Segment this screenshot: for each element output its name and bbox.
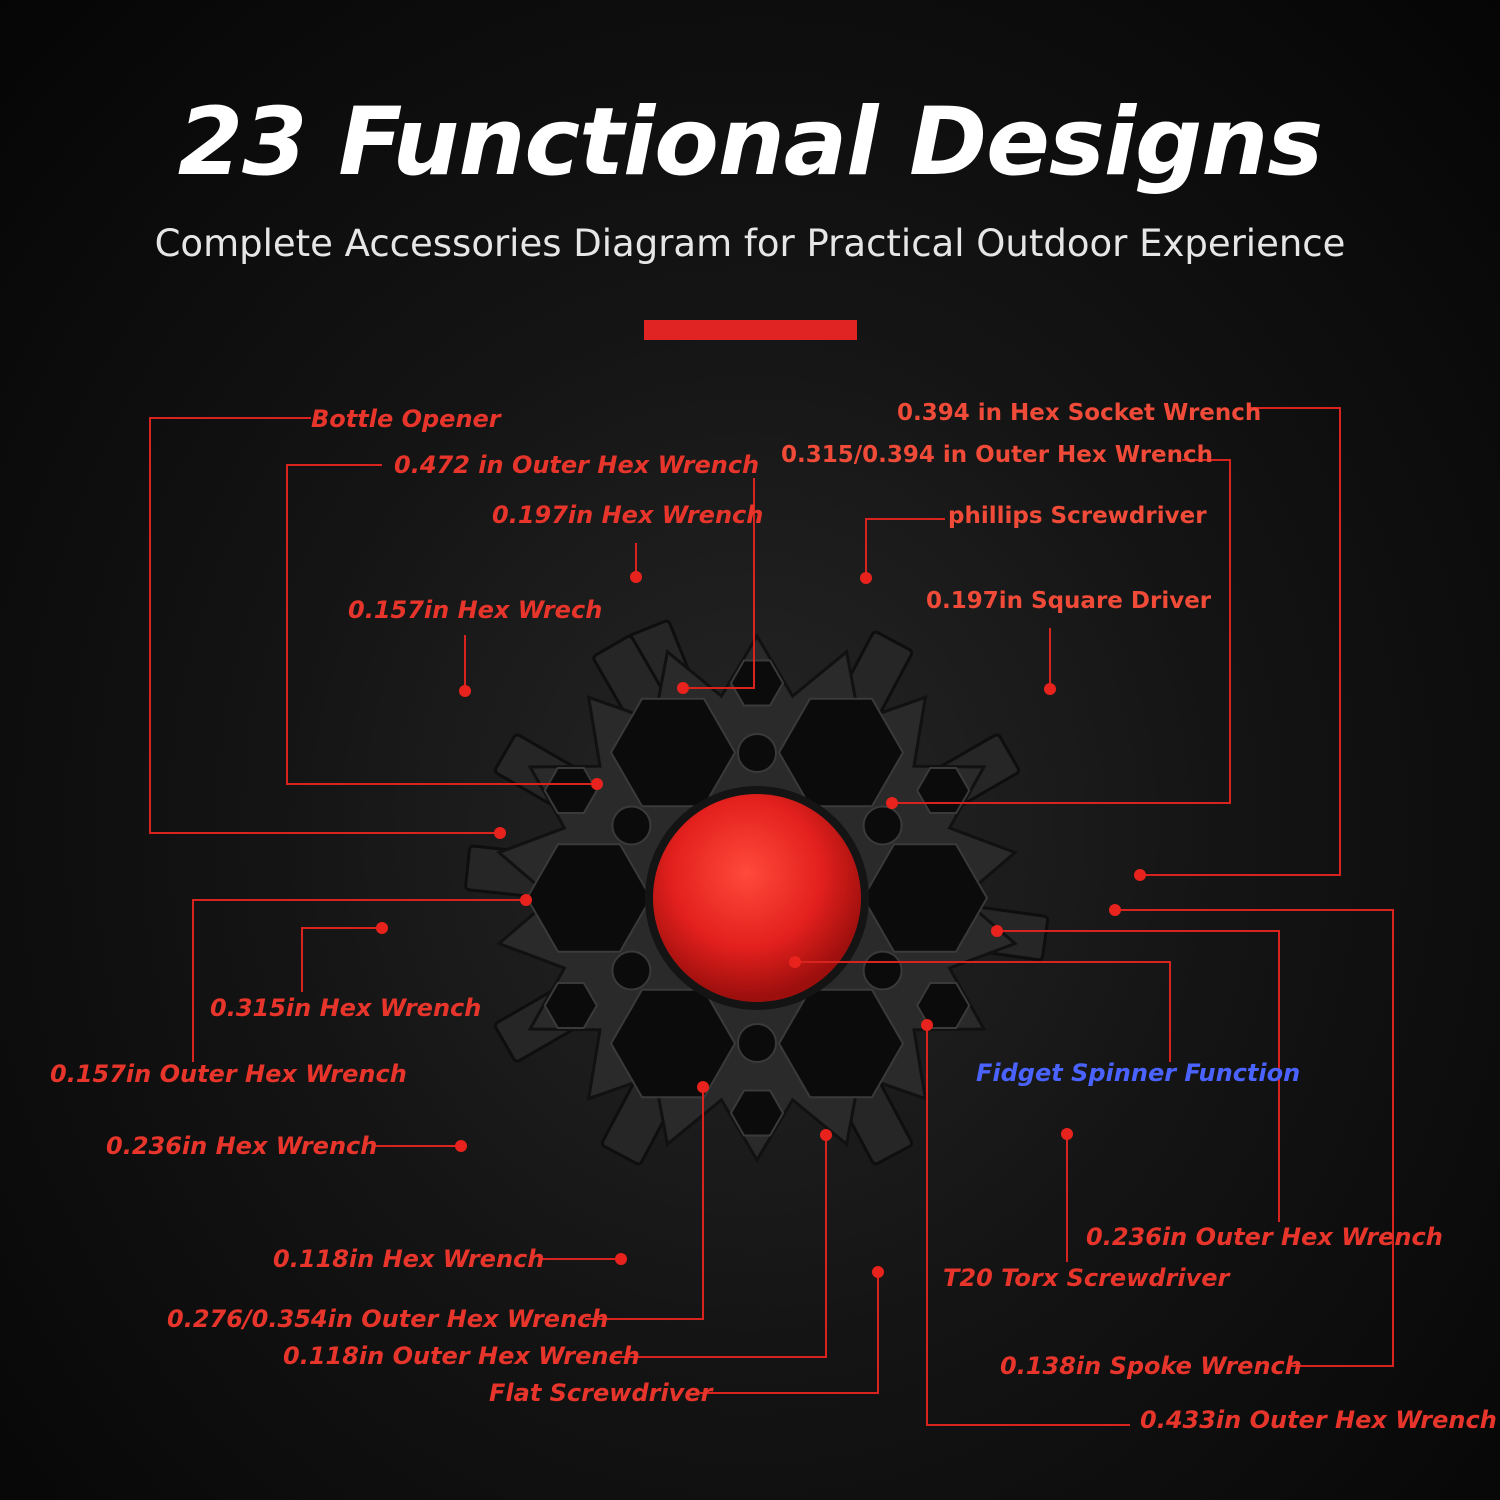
dot-hex-0315 — [376, 922, 388, 934]
label-flat: Flat Screwdriver — [489, 1379, 715, 1407]
tool-holes — [525, 659, 989, 1137]
leader-spoke-0138 — [1115, 909, 1394, 1367]
leader-phillips — [865, 518, 945, 578]
dot-hex-socket-0394 — [1134, 869, 1146, 881]
dot-outer-hex-0236 — [991, 925, 1003, 937]
leader-outer-hex-0315-0394 — [892, 459, 1231, 804]
dot-phillips — [860, 572, 872, 584]
dot-outer-hex-0433 — [921, 1019, 933, 1031]
label-hex-0197: 0.197in Hex Wrench — [492, 501, 763, 529]
dot-outer-hex-0472 — [591, 778, 603, 790]
page-subtitle: Complete Accessories Diagram for Practic… — [154, 222, 1346, 265]
label-outer-hex-0472: 0.472 in Outer Hex Wrench — [394, 451, 759, 479]
leader-outer-hex-0276-0354 — [585, 1087, 704, 1320]
label-outer-hex-0276-0354: 0.276/0.354in Outer Hex Wrench — [167, 1305, 608, 1333]
round-hole — [611, 805, 652, 846]
hex-cutout — [729, 659, 785, 707]
dot-hex-0118 — [615, 1253, 627, 1265]
spinner-hub — [653, 794, 861, 1002]
dot-outer-hex-0472-b — [677, 682, 689, 694]
dot-outer-hex-0118 — [820, 1129, 832, 1141]
leader-outer-hex-0236 — [997, 930, 1280, 1222]
hex-cutout — [543, 982, 598, 1029]
leader-fidget — [795, 961, 1171, 1062]
leader-outer-hex-0472 — [286, 464, 597, 785]
label-spoke-0138: 0.138in Spoke Wrench — [1000, 1352, 1302, 1380]
label-hex-socket-0394: 0.394 in Hex Socket Wrench — [897, 400, 1261, 426]
callout-labels: Bottle Opener 0.472 in Outer Hex Wrench … — [50, 400, 1497, 1434]
label-square-0197: 0.197in Square Driver — [926, 588, 1212, 614]
round-hole — [737, 1023, 777, 1063]
dot-flat — [872, 1266, 884, 1278]
leader-bottle-opener — [149, 417, 500, 834]
leader-outer-hex-0472-b — [683, 478, 755, 689]
hex-cutout — [916, 767, 971, 814]
label-outer-hex-0157: 0.157in Outer Hex Wrench — [50, 1060, 407, 1088]
label-fidget: Fidget Spinner Function — [976, 1059, 1300, 1087]
round-hole — [862, 805, 903, 846]
label-outer-hex-0433: 0.433in Outer Hex Wrench — [1140, 1406, 1497, 1434]
label-hex-0315: 0.315in Hex Wrench — [210, 994, 481, 1022]
leader-lines — [149, 407, 1394, 1426]
dot-hex-0236 — [455, 1140, 467, 1152]
leader-hex-socket-0394 — [1140, 407, 1341, 876]
snowflake-multitool — [464, 619, 1050, 1166]
label-outer-hex-0236: 0.236in Outer Hex Wrench — [1086, 1223, 1443, 1251]
round-hole — [611, 950, 652, 991]
dot-torx-t20 — [1061, 1128, 1073, 1140]
round-hole — [862, 950, 903, 991]
dot-outer-hex-0157 — [520, 894, 532, 906]
label-outer-hex-0118: 0.118in Outer Hex Wrench — [283, 1342, 640, 1370]
label-torx-t20: T20 Torx Screwdriver — [943, 1264, 1232, 1292]
label-outer-hex-0315-0394: 0.315/0.394 in Outer Hex Wrench — [781, 442, 1213, 468]
hex-cutout — [916, 982, 971, 1029]
leader-flat — [700, 1272, 879, 1394]
leader-outer-hex-0118 — [612, 1135, 827, 1358]
dot-hex-0197 — [630, 571, 642, 583]
dot-outer-hex-0276-0354 — [697, 1081, 709, 1093]
dot-square-0197 — [1044, 683, 1056, 695]
hex-cutout — [729, 1089, 785, 1137]
label-hex-0236: 0.236in Hex Wrench — [106, 1132, 377, 1160]
round-hole — [737, 733, 777, 773]
leader-outer-hex-0433 — [926, 1025, 1130, 1426]
dot-hex-0157 — [459, 685, 471, 697]
label-phillips: phillips Screwdriver — [948, 503, 1207, 529]
leader-hex-0315 — [301, 927, 382, 992]
leader-outer-hex-0157 — [192, 899, 526, 1062]
dot-bottle-opener — [494, 827, 506, 839]
label-hex-0118: 0.118in Hex Wrench — [273, 1245, 544, 1273]
page-title: 23 Functional Designs — [177, 88, 1323, 197]
label-hex-0157: 0.157in Hex Wrech — [348, 596, 602, 624]
pointer-dots — [376, 571, 1146, 1278]
dot-spoke-0138 — [1109, 904, 1121, 916]
dot-outer-hex-0315-0394 — [886, 797, 898, 809]
accent-bar — [644, 320, 857, 340]
dot-fidget — [789, 956, 801, 968]
label-bottle-opener: Bottle Opener — [311, 405, 503, 433]
hex-cutout — [543, 767, 598, 814]
